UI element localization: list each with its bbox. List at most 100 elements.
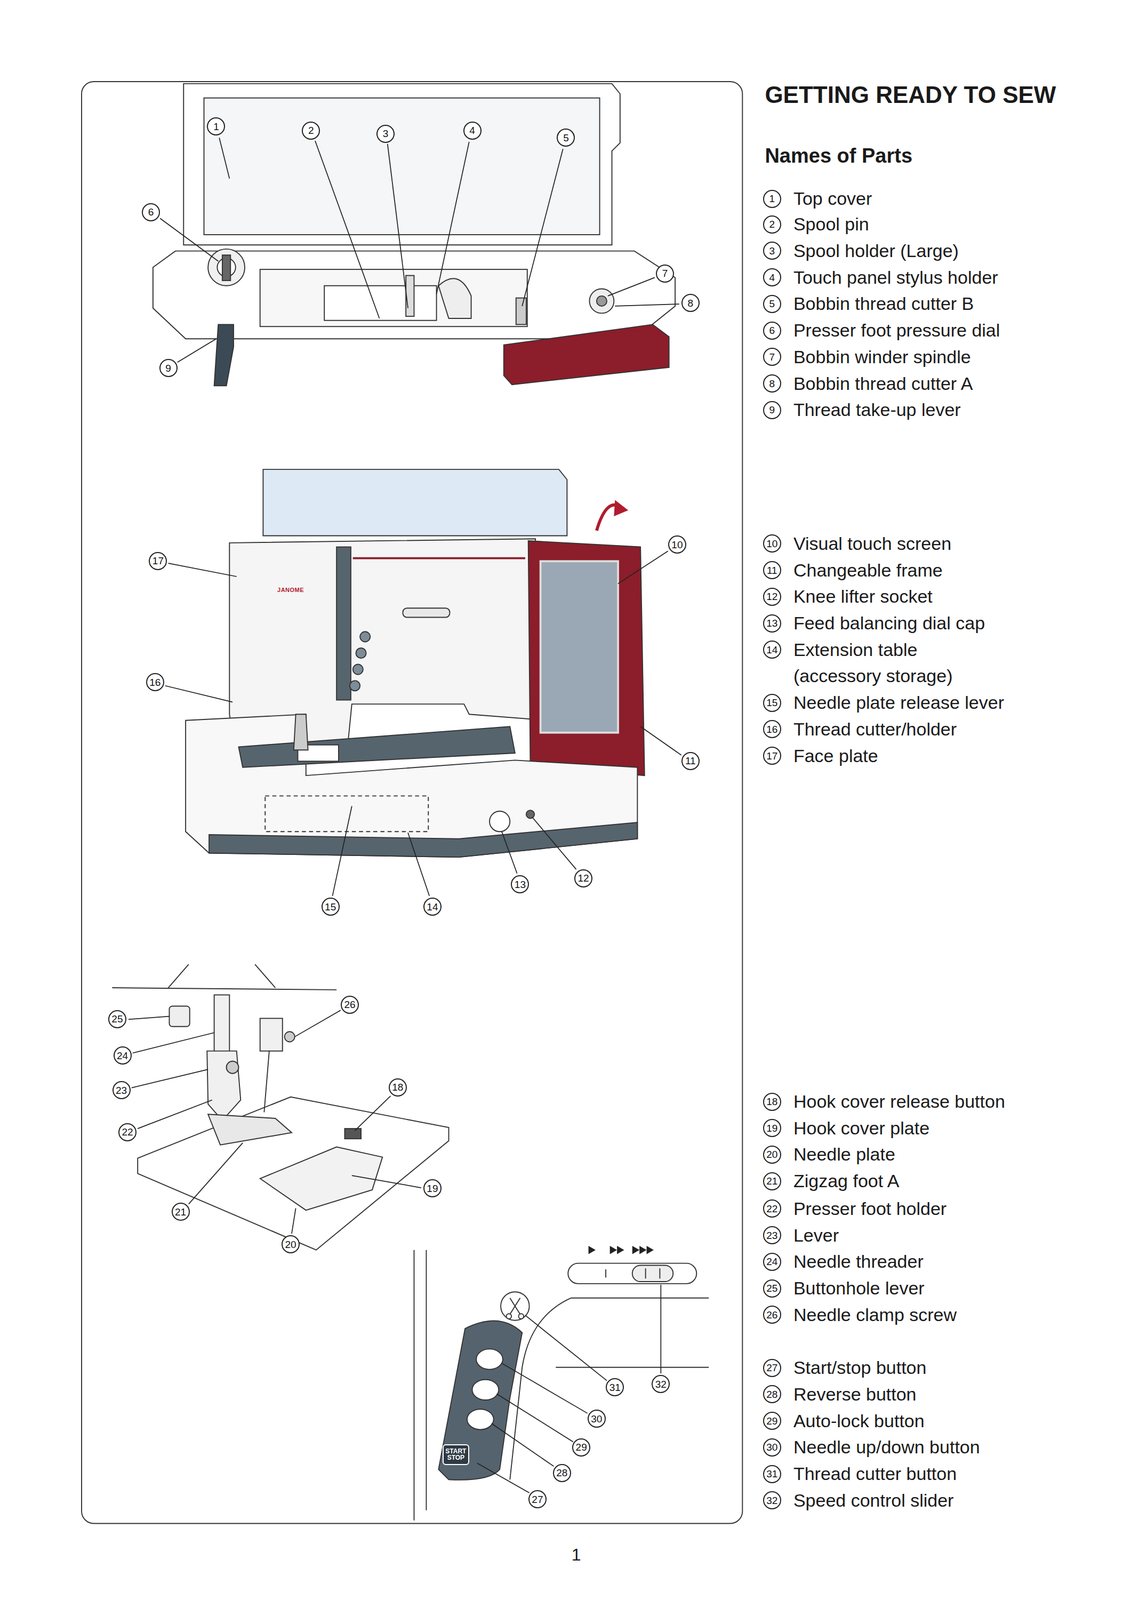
callout-number: 9: [763, 400, 782, 420]
presser-foot-illustration: [254, 964, 276, 988]
callout-number: 17: [148, 551, 167, 571]
callout-number: 11: [681, 751, 700, 770]
part-name: Thread cutter button: [793, 1460, 957, 1487]
part-name: Bobbin thread cutter A: [793, 370, 973, 397]
machine-front-illustration: [489, 811, 510, 832]
callout-number: 16: [763, 719, 782, 739]
top-view-illustration: [207, 249, 245, 286]
part-name: Knee lifter socket: [793, 583, 933, 610]
machine-front-illustration: [355, 647, 366, 659]
leader-line: [177, 338, 217, 363]
callout-number: 12: [763, 587, 782, 606]
part-name: Needle clamp screw: [793, 1301, 957, 1328]
control-panel-illustration: [632, 1264, 674, 1282]
leader-line: [291, 1207, 296, 1234]
top-view-illustration: [324, 285, 437, 321]
leader-line: [407, 832, 430, 896]
callout-number: 23: [763, 1225, 782, 1245]
control-panel-illustration: [605, 1269, 607, 1278]
page-title: GETTING READY TO SEW: [764, 81, 1056, 110]
callout-number: 19: [423, 1178, 442, 1198]
machine-front-illustration: [613, 500, 629, 517]
callout-number: 3: [763, 241, 782, 260]
callout-number: 26: [340, 995, 359, 1014]
leader-line: [165, 685, 233, 703]
part-name: Auto-lock button: [793, 1407, 925, 1434]
callout-number: 25: [108, 1009, 127, 1029]
callout-number: 3: [376, 124, 395, 143]
leader-line: [128, 137, 682, 1493]
leader-line: [188, 1142, 243, 1205]
top-view-illustration: [214, 324, 234, 386]
callout-number: 2: [301, 121, 320, 140]
top-view-illustration: [589, 288, 614, 314]
callout-number: 7: [763, 347, 782, 366]
leader-line: [501, 1362, 588, 1414]
machine-front-illustration: [185, 714, 638, 857]
leader-line: [660, 1284, 662, 1374]
top-view-illustration: [204, 98, 600, 235]
presser-foot-illustration: [226, 1061, 239, 1074]
presser-foot-illustration: [169, 1005, 190, 1026]
control-panel-illustration: [632, 1245, 640, 1254]
part-name: Bobbin thread cutter B: [793, 290, 974, 317]
callout-number: 12: [574, 869, 593, 888]
control-panel-illustration: [425, 1249, 427, 1511]
callout-number: 18: [763, 1092, 782, 1111]
machine-front-illustration: [359, 631, 371, 642]
callout-number: 1: [206, 117, 226, 136]
callout-number: 11: [763, 560, 782, 580]
leader-line: [387, 143, 408, 309]
presser-foot-illustration: [284, 1031, 295, 1042]
callout-number: 15: [321, 897, 340, 916]
part-name: Hook cover release button: [793, 1088, 1006, 1115]
leader-line: [477, 1463, 530, 1493]
leader-line: [618, 550, 669, 584]
callout-number: 6: [141, 203, 160, 222]
part-name: Lever: [793, 1222, 839, 1249]
page-frame: [81, 81, 743, 1523]
control-panel-illustration: [509, 1297, 520, 1315]
top-view-illustration: [503, 324, 670, 385]
top-view-illustration: [438, 278, 471, 319]
machine-front-illustration: [185, 469, 645, 857]
control-panel-illustration: [413, 1245, 709, 1521]
callout-number: 24: [113, 1046, 132, 1065]
leader-line: [351, 1175, 422, 1188]
part-name: Spool holder (Large): [793, 237, 959, 264]
callout-number: 28: [763, 1384, 782, 1403]
machine-front-illustration: [336, 547, 351, 701]
callout-number: 26: [763, 1305, 782, 1324]
callout-number: 8: [763, 374, 782, 393]
leader-line: [219, 137, 230, 179]
control-panel-illustration: [506, 1313, 512, 1319]
machine-front-illustration: [349, 680, 360, 691]
leader-line: [496, 1393, 573, 1442]
machine-front-illustration: [540, 560, 619, 733]
presser-foot-illustration: [260, 1017, 283, 1051]
page-frame: [81, 81, 743, 1523]
leader-line: [525, 1314, 607, 1381]
leader-line: [159, 218, 219, 261]
machine-front-illustration: [526, 809, 535, 818]
leader-line: [355, 1095, 391, 1131]
control-panel-illustration: [639, 1245, 647, 1254]
part-name: Needle plate: [793, 1141, 896, 1168]
brand-name: JANOME: [277, 586, 304, 593]
control-panel-illustration: [610, 1245, 617, 1254]
part-name: Visual touch screen: [793, 530, 952, 557]
part-name: Hook cover plate: [793, 1115, 930, 1142]
part-name: Changeable frame: [793, 557, 943, 584]
presser-foot-illustration: [111, 987, 337, 990]
part-name: Bobbin winder spindle: [793, 343, 972, 371]
callout-number: 20: [281, 1234, 300, 1254]
page-number: 1: [571, 1544, 582, 1565]
part-name: Feed balancing dial cap: [793, 610, 985, 637]
callout-number: 31: [763, 1464, 782, 1483]
control-panel-illustration: [616, 1245, 624, 1254]
part-name: Start/stop button: [793, 1354, 927, 1381]
callout-number: 29: [572, 1438, 591, 1457]
callout-number: 27: [763, 1358, 782, 1377]
callout-number: 6: [763, 321, 782, 340]
